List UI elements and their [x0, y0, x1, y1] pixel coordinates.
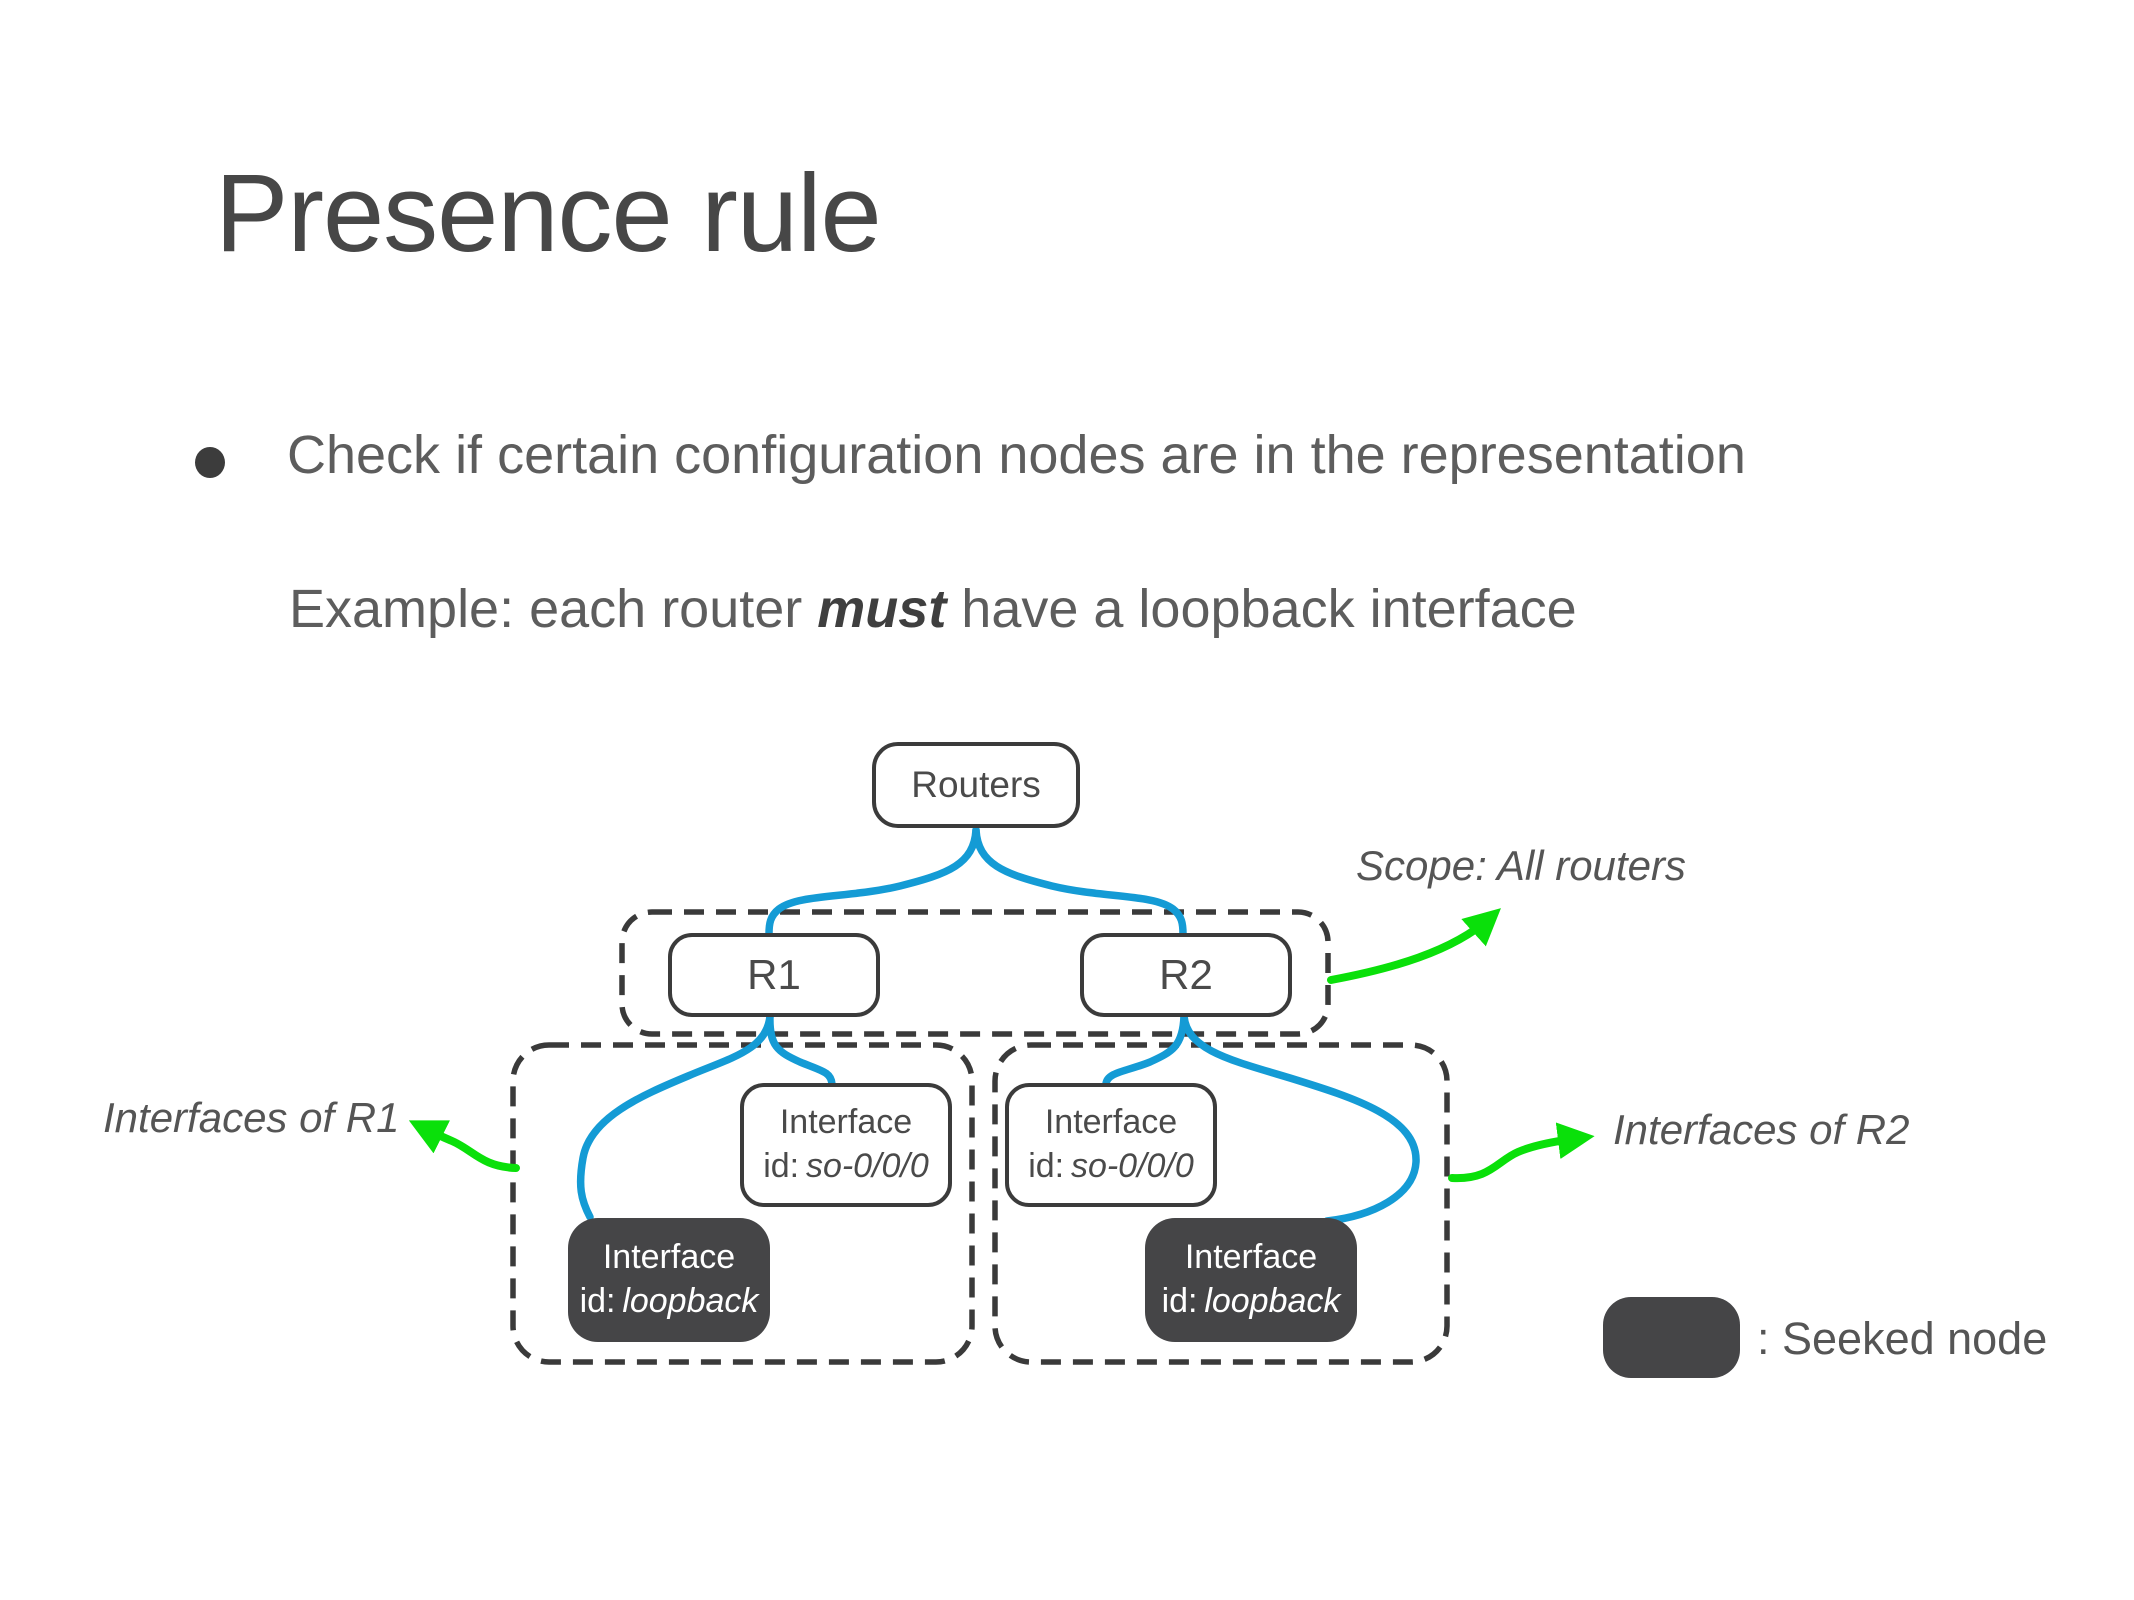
example-text: Example: each router must have a loopbac… [289, 578, 1577, 640]
node-routers: Routers [872, 742, 1080, 828]
node-title: Interface [602, 1238, 736, 1277]
interfaces-r2-annotation: Interfaces of R2 [1613, 1106, 1910, 1153]
bullet-text: Check if certain configuration nodes are… [287, 425, 1746, 485]
example-suffix: have a loopback interface [946, 579, 1577, 639]
id-value: so-0/0/0 [1070, 1147, 1194, 1185]
node-title: Interface [1184, 1238, 1318, 1277]
node-r2-label: R2 [1159, 951, 1213, 998]
id-label: id: [763, 1147, 800, 1185]
bullet-icon [195, 447, 225, 478]
id-value: loopback [622, 1282, 759, 1320]
node-r2: R2 [1080, 933, 1292, 1017]
edge-routers-r1 [765, 826, 980, 938]
node-r1: R1 [668, 933, 880, 1017]
seeked-node-swatch [1603, 1297, 1740, 1378]
id-value: loopback [1204, 1282, 1341, 1320]
id-label: id: [1161, 1282, 1198, 1320]
legend-label: : Seeked node [1757, 1313, 2048, 1364]
interfaces-r2-arrow-icon [1448, 1122, 1595, 1183]
node-title: Interface [779, 1103, 913, 1142]
edge-r2-so [1102, 1012, 1188, 1088]
example-prefix: Example: each router [289, 579, 818, 639]
node-r2-interface-so: Interface id: so-0/0/0 [1005, 1083, 1217, 1207]
node-id-line: id: loopback [580, 1280, 759, 1324]
scope-annotation: Scope: All routers [1356, 842, 1686, 889]
interfaces-r1-annotation: Interfaces of R1 [103, 1094, 400, 1141]
node-r1-interface-loopback-seeked: Interface id: loopback [568, 1218, 770, 1342]
node-title: Interface [1044, 1103, 1178, 1142]
edge-r1-so [766, 1012, 836, 1088]
id-label: id: [1028, 1147, 1065, 1185]
node-id-line: id: loopback [1162, 1280, 1341, 1324]
node-id-line: id: so-0/0/0 [1028, 1145, 1194, 1189]
scope-arrow-icon [1327, 908, 1501, 984]
node-id-line: id: so-0/0/0 [763, 1145, 929, 1189]
edge-routers-r2 [972, 826, 1187, 938]
node-r1-label: R1 [747, 951, 801, 998]
edge-r2-loopback [1180, 1012, 1420, 1225]
interfaces-r1-arrow-icon [408, 1120, 520, 1172]
page-title: Presence rule [215, 152, 882, 275]
id-label: id: [579, 1282, 616, 1320]
example-emphasis: must [817, 579, 947, 639]
id-value: so-0/0/0 [805, 1147, 929, 1185]
node-r1-interface-so: Interface id: so-0/0/0 [740, 1083, 952, 1207]
node-routers-label: Routers [911, 764, 1041, 805]
node-r2-interface-loopback-seeked: Interface id: loopback [1145, 1218, 1357, 1342]
